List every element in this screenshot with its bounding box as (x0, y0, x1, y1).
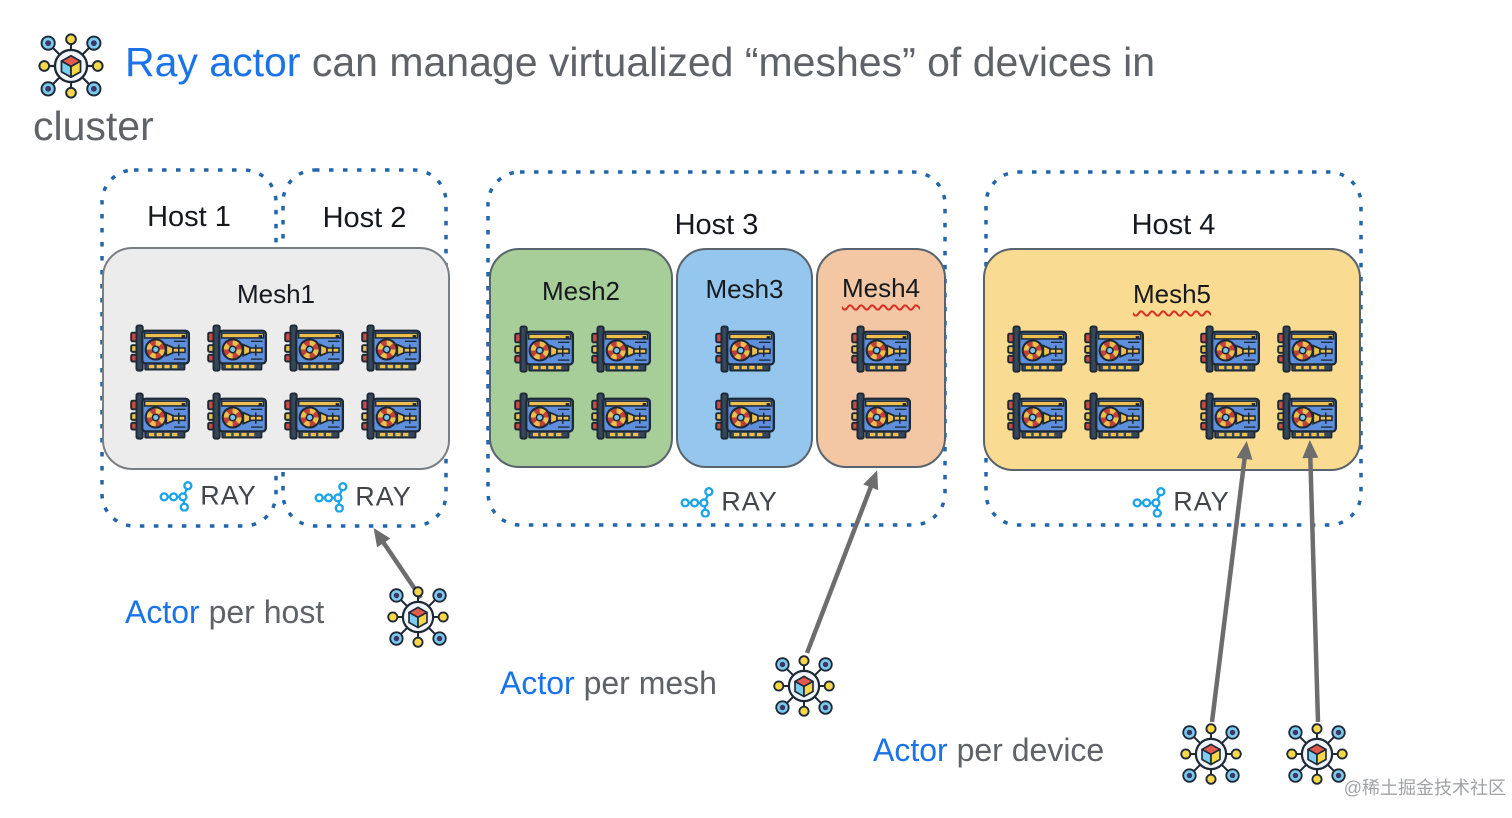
title-line-1: Ray actor can manage virtualized “meshes… (33, 30, 1363, 94)
ray-logo-host-2: RAY (314, 482, 412, 513)
ray-logo-host-4: RAY (1132, 487, 1230, 518)
mesh-label-3: Mesh3 (705, 274, 784, 304)
actor-label-rest: per device (947, 732, 1105, 768)
gpu-card-icon (129, 392, 192, 442)
ray-logo-icon (159, 481, 193, 512)
gpu-card-icon (714, 325, 777, 375)
arrow-actor-per-device-2-to-mesh5-gpu-bottom-4 (1302, 440, 1321, 723)
host-label-2: Host 2 (322, 202, 407, 234)
gpu-card-icon (360, 324, 423, 374)
ray-logo-host-3: RAY (680, 487, 778, 518)
gpu-card-icon (513, 392, 576, 442)
gpu-card-icon (283, 392, 346, 442)
arrow-actor-per-mesh-to-mesh-4 (804, 470, 879, 654)
page-title: Ray actor can manage virtualized “meshes… (33, 30, 1363, 158)
gpu-card-icon (714, 392, 777, 442)
actor-label-highlight: Actor (125, 594, 200, 630)
gpu-card-icon (206, 324, 269, 374)
gpu-card-icon (590, 392, 653, 442)
mesh-label-1: Mesh1 (236, 279, 316, 309)
host-label-3: Host 3 (674, 209, 759, 241)
gpu-card-icon (1006, 392, 1069, 442)
actor-label-per-host: Actor per host (125, 594, 324, 631)
gpu-card-icon (206, 392, 269, 442)
ray-logo-text: RAY (200, 480, 257, 511)
actor-label-highlight: Actor (873, 732, 948, 768)
watermark: @稀土掘金技术社区 (1343, 778, 1506, 798)
mesh-label-2: Mesh2 (541, 276, 621, 306)
gpu-card-icon (850, 325, 913, 375)
network-actor-icon (36, 31, 106, 101)
network-actor-icon (385, 584, 451, 655)
gpu-card-icon (1083, 325, 1146, 375)
title-line-2: cluster (33, 103, 154, 149)
mesh-label-4: Mesh4 (841, 273, 921, 303)
title-highlight: Ray actor (125, 39, 301, 85)
gpu-card-icon (1199, 325, 1262, 375)
network-actor-icon (1284, 721, 1350, 792)
ray-logo-text: RAY (721, 486, 778, 517)
actor-label-rest: per host (199, 594, 325, 630)
ray-logo-icon (314, 482, 348, 513)
gpu-card-icon (1083, 392, 1146, 442)
network-actor-icon (1178, 721, 1244, 792)
actor-label-per-device: Actor per device (873, 732, 1104, 769)
gpu-card-icon (513, 325, 576, 375)
gpu-card-icon (1276, 325, 1339, 375)
actor-label-rest: per mesh (574, 665, 717, 701)
gpu-card-icon (590, 325, 653, 375)
gpu-card-icon (1199, 392, 1262, 442)
host-label-1: Host 1 (147, 201, 231, 233)
gpu-card-icon (360, 392, 423, 442)
gpu-card-icon (283, 324, 346, 374)
ray-logo-icon (1132, 487, 1166, 518)
gpu-card-icon (129, 324, 192, 374)
actor-label-per-mesh: Actor per mesh (500, 665, 717, 702)
ray-logo-host-1: RAY (159, 481, 257, 512)
ray-logo-text: RAY (355, 481, 412, 512)
ray-logo-icon (680, 487, 714, 518)
gpu-card-icon (850, 392, 913, 442)
host-label-4: Host 4 (1131, 209, 1216, 241)
gpu-card-icon (1276, 392, 1339, 442)
actor-label-highlight: Actor (500, 665, 575, 701)
title-rest: can manage virtualized “meshes” of devic… (300, 39, 1156, 85)
network-actor-icon (771, 653, 837, 724)
gpu-card-icon (1006, 325, 1069, 375)
ray-logo-text: RAY (1173, 486, 1230, 517)
mesh-label-5: Mesh5 (1132, 279, 1212, 309)
